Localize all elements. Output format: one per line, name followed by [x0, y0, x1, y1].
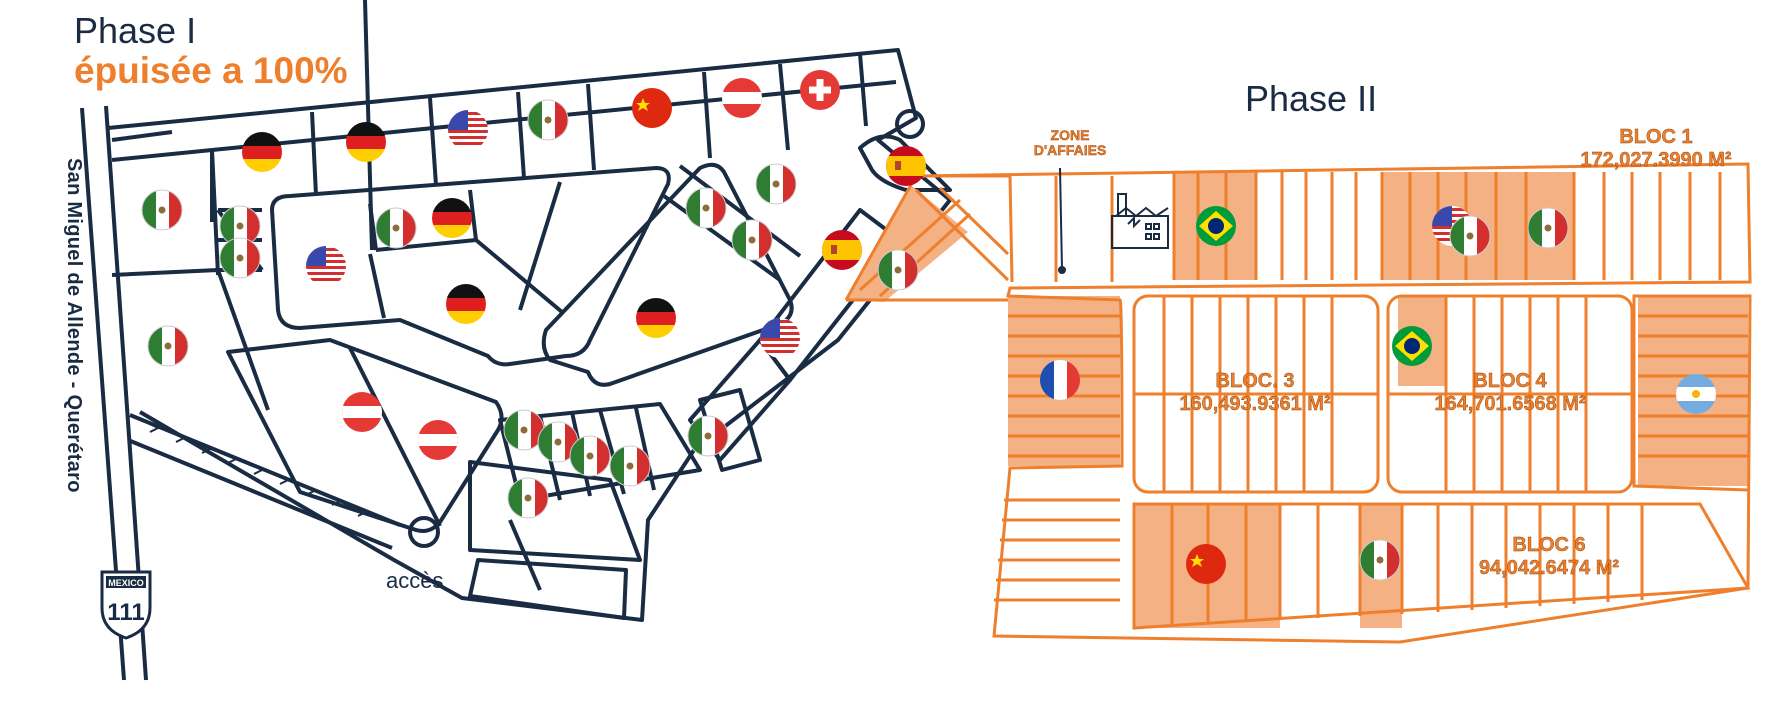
mexico-flag-icon	[376, 208, 416, 248]
bloc1-label: BLOC 1 172,027.3990 M²	[1556, 126, 1756, 172]
phase1-status: épuisée a 100%	[74, 50, 348, 91]
mexico-flag-icon	[1528, 208, 1568, 248]
phase2-title: Phase II	[1245, 78, 1378, 119]
mexico-flag-icon	[508, 478, 548, 518]
zone-pointer	[1059, 167, 1063, 271]
argentina-flag-icon	[1676, 374, 1716, 414]
austria-flag-icon	[418, 420, 458, 460]
road-name: San Miguel de Allende - Querétaro	[63, 158, 85, 493]
bloc4-lots	[1388, 296, 1632, 492]
bloc3-lots	[1134, 296, 1378, 492]
bloc6-name: BLOC 6	[1512, 534, 1586, 556]
usa-flag-icon	[760, 318, 800, 358]
bloc6-label: BLOC 6 94,042.6474 M²	[1454, 534, 1644, 580]
mexico-flag-icon	[610, 446, 650, 486]
mexico-flag-icon	[732, 220, 772, 260]
germany-flag-icon	[346, 122, 386, 162]
brazil-flag-icon	[1196, 206, 1236, 246]
bloc1-name: BLOC 1	[1619, 126, 1693, 148]
china-flag-icon	[632, 88, 672, 128]
mexico-flag-icon	[1450, 216, 1490, 256]
bloc3-area: 160,493.9361 M²	[1179, 393, 1331, 415]
bloc4-label: BLOC 4 164,701.6568 M²	[1412, 370, 1608, 416]
usa-flag-icon	[306, 246, 346, 286]
factory-icon	[1111, 193, 1169, 249]
switzerland-flag-icon	[800, 70, 840, 110]
mexico-flag-icon	[878, 250, 918, 290]
austria-flag-icon	[722, 78, 762, 118]
germany-flag-icon	[446, 284, 486, 324]
bloc4-name: BLOC 4	[1473, 370, 1547, 392]
zone-affaires-label: ZONE D'AFFAIES	[1020, 127, 1120, 158]
access-road-arrows	[149, 423, 369, 517]
mexico-flag-icon	[220, 238, 260, 278]
bloc3-label: BLOC. 3 160,493.9361 M²	[1160, 370, 1350, 416]
phase1-flags	[142, 70, 926, 518]
mexico-flag-icon	[142, 190, 182, 230]
austria-flag-icon	[342, 392, 382, 432]
germany-flag-icon	[636, 298, 676, 338]
zone-line2: D'AFFAIES	[1033, 142, 1107, 158]
highway-111-shield-icon: MEXICO 111	[100, 570, 152, 640]
access-label: accès	[386, 568, 444, 593]
bloc1-lots	[1172, 172, 1722, 280]
shield-top-text: MEXICO	[108, 578, 144, 588]
mexico-flag-icon	[756, 164, 796, 204]
germany-flag-icon	[242, 132, 282, 172]
mexico-flag-icon	[686, 188, 726, 228]
mexico-flag-icon	[570, 436, 610, 476]
mexico-flag-icon	[528, 100, 568, 140]
bloc2-lots	[994, 314, 1120, 602]
bloc1-area: 172,027.3990 M²	[1580, 149, 1732, 171]
mexico-flag-icon	[688, 416, 728, 456]
germany-flag-icon	[432, 198, 472, 238]
spain-flag-icon	[886, 146, 926, 186]
zone-pointer-dot	[1058, 266, 1066, 274]
mexico-flag-icon	[148, 326, 188, 366]
bloc6-area: 94,042.6474 M²	[1478, 557, 1620, 579]
shield-number: 111	[107, 599, 144, 626]
brazil-flag-icon	[1392, 326, 1432, 366]
spain-flag-icon	[822, 230, 862, 270]
bloc4-area: 164,701.6568 M²	[1434, 393, 1586, 415]
mexico-flag-icon	[1360, 540, 1400, 580]
phase2-plan	[844, 162, 1752, 644]
china-flag-icon	[1186, 544, 1226, 584]
zone-line1: ZONE	[1050, 127, 1090, 143]
bloc3-name: BLOC. 3	[1215, 370, 1295, 392]
usa-flag-icon	[448, 110, 488, 150]
france-flag-icon	[1040, 360, 1080, 400]
phase1-title: Phase I	[74, 10, 197, 51]
